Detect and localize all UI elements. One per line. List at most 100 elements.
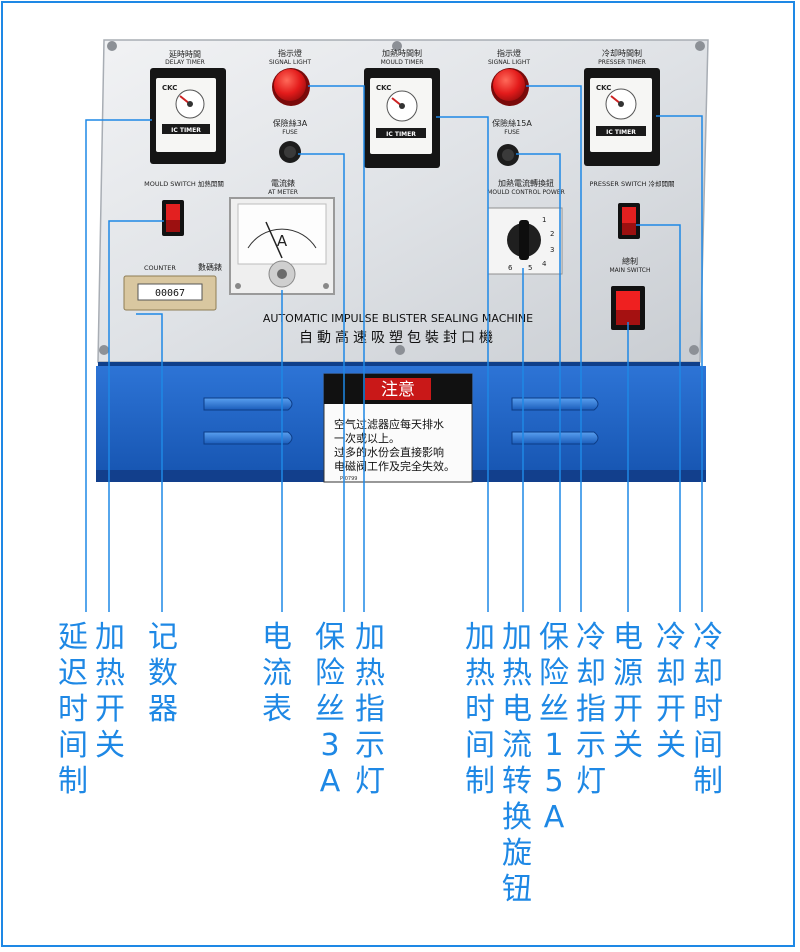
svg-text:00067: 00067 <box>155 288 185 299</box>
fuse-15a[interactable]: 保險絲15A FUSE <box>492 118 532 166</box>
callout-char: 电 <box>502 692 532 727</box>
svg-text:PRESSER TIMER: PRESSER TIMER <box>598 59 646 66</box>
svg-text:保險絲15A: 保險絲15A <box>492 118 532 128</box>
heat-switch[interactable]: MOULD SWITCH 加熱開關 <box>144 179 224 236</box>
callout-char: 热 <box>502 656 532 691</box>
callout-char: 源 <box>613 656 643 691</box>
svg-text:COUNTER: COUNTER <box>144 264 176 272</box>
svg-text:指示燈: 指示燈 <box>497 48 521 58</box>
svg-text:A: A <box>277 232 288 250</box>
callout-char: 开 <box>613 692 643 727</box>
callout-char: 3 <box>320 728 340 763</box>
callout-char: 丝 <box>539 692 569 727</box>
callout-char: 间 <box>58 728 88 763</box>
leader-counter <box>136 313 163 612</box>
callout-char: 流 <box>262 656 292 691</box>
callout-char: 险 <box>539 656 569 691</box>
callout-char: A <box>543 800 565 835</box>
callout-cool-timer: 冷却时间制冷却时间制 <box>688 620 728 800</box>
delay-timer[interactable]: 延時時間 DELAY TIMER CKC IC TIMER <box>150 49 226 164</box>
callout-char: 却 <box>656 656 686 691</box>
svg-text:SIGNAL LIGHT: SIGNAL LIGHT <box>488 59 530 66</box>
callout-char: 示 <box>576 728 606 763</box>
leader-delay-timer <box>85 119 152 612</box>
callout-char: 冷 <box>576 620 606 655</box>
fuse-3a[interactable]: 保險絲3A FUSE <box>273 118 308 163</box>
delay-timer-label-cn: 延時時間 <box>169 49 201 59</box>
svg-text:MOULD SWITCH 加熱開關: MOULD SWITCH 加熱開關 <box>144 179 224 188</box>
svg-text:2: 2 <box>550 230 554 238</box>
svg-text:电磁阀工作及完全失效。: 电磁阀工作及完全失效。 <box>334 459 455 473</box>
callout-char: 指 <box>355 692 385 727</box>
svg-text:IC TIMER: IC TIMER <box>171 127 201 134</box>
machine-name-en: AUTOMATIC IMPULSE BLISTER SEALING MACHIN… <box>263 312 533 325</box>
counter: COUNTER 數碼錶 00067 <box>123 262 222 311</box>
callout-char: 关 <box>656 728 686 763</box>
leader-cool-timer <box>656 115 703 612</box>
svg-text:FUSE: FUSE <box>504 129 520 136</box>
svg-text:MOULD TIMER: MOULD TIMER <box>381 59 424 66</box>
callout-heat-light: 加热指示灯加热指示灯 <box>350 620 390 800</box>
callout-char: 指 <box>576 692 606 727</box>
leader-cool-light <box>526 85 582 612</box>
cool-timer[interactable]: 冷却時間制 PRESSER TIMER CKC IC TIMER <box>584 48 660 166</box>
callout-char: 旋 <box>502 836 532 871</box>
callout-delay-timer: 延迟时间制延迟时间制 <box>53 620 93 800</box>
callout-char: 却 <box>576 656 606 691</box>
callout-ammeter: 电流表电流表 <box>257 620 297 728</box>
callout-char: 加 <box>95 620 125 655</box>
svg-text:冷却時間制: 冷却時間制 <box>602 48 642 58</box>
svg-text:注意: 注意 <box>381 380 415 400</box>
svg-text:IC TIMER: IC TIMER <box>386 131 416 138</box>
callout-char: 示 <box>355 728 385 763</box>
svg-text:PRESSER SWITCH 冷却開關: PRESSER SWITCH 冷却開關 <box>589 179 674 188</box>
power-switch[interactable]: 總制 MAIN SWITCH <box>610 256 651 330</box>
svg-text:3: 3 <box>550 246 554 254</box>
callout-char: 冷 <box>656 620 686 655</box>
notice-label: 注意 空气过滤器应每天排水 一次或以上。 过多的水份会直接影响 电磁阀工作及完全… <box>323 373 473 483</box>
callout-heat-timer: 加热时间制加热时间制 <box>460 620 500 800</box>
callout-char: 热 <box>95 656 125 691</box>
svg-text:AT METER: AT METER <box>268 189 298 196</box>
callout-char: 间 <box>693 728 723 763</box>
svg-text:4: 4 <box>542 260 547 268</box>
callout-char: 5 <box>544 764 564 799</box>
callout-char: 时 <box>693 692 723 727</box>
callout-heat-knob: 加热电流转换旋钮加热电流转换旋钮 <box>497 620 537 908</box>
callout-char: 时 <box>465 692 495 727</box>
callout-fuse-3a: 保险丝3A保险丝3A <box>310 620 350 800</box>
leader-heat-switch <box>108 220 164 612</box>
callout-char: 时 <box>58 692 88 727</box>
callout-char: 器 <box>148 692 178 727</box>
callout-char: 延 <box>58 620 88 655</box>
callout-char: 却 <box>693 656 723 691</box>
svg-text:電流錶: 電流錶 <box>271 178 295 188</box>
leader-heat-light <box>308 85 365 612</box>
callout-char: 冷 <box>693 620 723 655</box>
callout-char: 关 <box>613 728 643 763</box>
svg-text:一次或以上。: 一次或以上。 <box>334 431 400 445</box>
svg-text:加熱電流轉換鈕: 加熱電流轉換鈕 <box>498 178 554 188</box>
callout-char: 间 <box>465 728 495 763</box>
heat-current-knob[interactable]: 加熱電流轉換鈕 MOULD CONTROL POWER 1 2 3 4 5 6 <box>487 178 565 275</box>
svg-text:FUSE: FUSE <box>282 129 298 136</box>
svg-text:加熱時間制: 加熱時間制 <box>382 48 422 58</box>
callout-char: 灯 <box>355 764 385 799</box>
cool-switch[interactable]: PRESSER SWITCH 冷却開關 <box>589 179 675 239</box>
ammeter: 電流錶 AT METER A <box>229 178 335 295</box>
svg-text:MAIN SWITCH: MAIN SWITCH <box>610 267 651 274</box>
leader-cool-switch <box>636 224 681 612</box>
callout-char: 丝 <box>315 692 345 727</box>
callout-char: 1 <box>544 728 564 763</box>
leader-fuse-15a <box>516 153 561 612</box>
callout-char: 转 <box>502 764 532 799</box>
heat-timer[interactable]: 加熱時間制 MOULD TIMER CKC IC TIMER <box>364 48 440 168</box>
svg-text:指示燈: 指示燈 <box>278 48 302 58</box>
callout-char: 电 <box>262 620 292 655</box>
delay-timer-label-en: DELAY TIMER <box>165 59 205 66</box>
svg-text:6: 6 <box>508 264 513 272</box>
callout-cool-light: 冷却指示灯冷却指示灯 <box>571 620 611 800</box>
callout-char: 记 <box>148 620 178 655</box>
